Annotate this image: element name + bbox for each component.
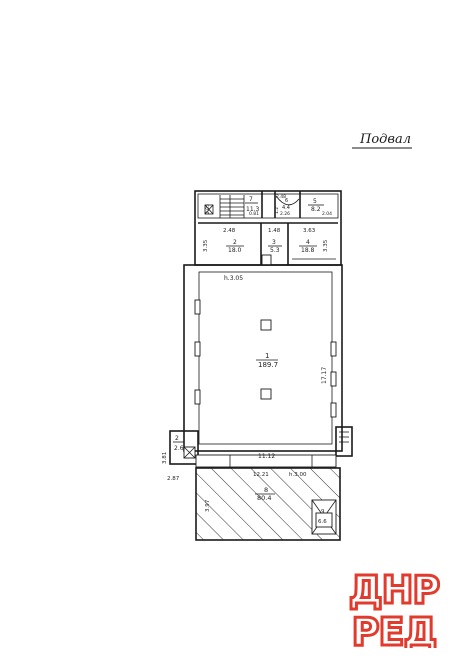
column-icon: [260, 388, 272, 400]
dim-12-21: 12.21: [253, 472, 269, 478]
logo-text-top: ДНР: [349, 568, 440, 612]
room-3-area: 5.3: [270, 247, 280, 254]
dim-3-35-right: 3.35: [323, 239, 329, 252]
room-4-area: 18.8: [301, 247, 315, 254]
hatched-room: [195, 467, 341, 541]
room-1-number: 1: [265, 352, 269, 360]
room-4-number: 4: [306, 239, 310, 246]
room-5-area: 8.2: [311, 206, 321, 213]
dim-17-17: 17.17: [321, 367, 328, 384]
dim-h305: h.3.05: [224, 275, 243, 282]
room-2-number: 2: [233, 239, 237, 246]
staircase: [204, 195, 245, 218]
main-hall: [183, 264, 343, 452]
room-labels: 7 11.3 6 4.4 5 8.2 2 18.0 3 5.3 4 18.8 1…: [173, 196, 327, 525]
dim-0-81: 0.81: [249, 211, 259, 217]
room-8-area: 80.4: [257, 494, 271, 502]
room-9-area: 6.6: [318, 519, 327, 525]
dim-2-48: 2.48: [223, 228, 236, 234]
room-7-number: 7: [249, 196, 253, 203]
logo-text-bottom: РЕД: [352, 610, 437, 648]
column-icon: [260, 319, 272, 331]
dim-3-97: 3.97: [205, 499, 211, 512]
floor-title: Подвал: [359, 132, 411, 147]
room-6-area: 4.4: [282, 205, 290, 211]
annex-left: [169, 430, 199, 465]
dim-2-48-top: 2.48: [276, 194, 286, 200]
dim-1-2: 1.2: [274, 207, 280, 214]
room-1-area: 189.7: [258, 361, 278, 369]
room-7-area: 11.3: [246, 206, 260, 213]
dim-3-63: 3.63: [303, 228, 316, 234]
dim-2-04: 2.04: [322, 211, 332, 217]
room-8-number: 8: [264, 486, 268, 494]
room-9-number: 9: [321, 509, 325, 515]
room-6-number: 6: [285, 198, 288, 204]
dim-1-48: 1.48: [268, 228, 281, 234]
dim-3-35-left: 3.35: [203, 239, 209, 252]
dim-h300: h.3.00: [289, 472, 307, 478]
dim-2-05: 2.05: [205, 204, 211, 214]
dimension-labels: 2.48 1.48 3.63 3.35 3.35 2.26 2.05 2.04 …: [162, 194, 332, 512]
room-2a-number: 2: [175, 435, 179, 442]
room-3-number: 3: [272, 239, 276, 246]
dim-11-12: 11.12: [258, 453, 275, 460]
annex-right: [335, 426, 353, 457]
dim-2-87: 2.87: [167, 476, 180, 482]
dim-3-81: 3.81: [162, 452, 168, 464]
room-2a-area: 2.6: [174, 445, 184, 452]
top-block: [194, 190, 342, 266]
room-2-area: 18.0: [228, 247, 242, 254]
room-5-number: 5: [313, 198, 317, 205]
dim-2-26: 2.26: [280, 211, 290, 217]
dnr-red-logo: ДНР РЕД: [348, 567, 440, 649]
